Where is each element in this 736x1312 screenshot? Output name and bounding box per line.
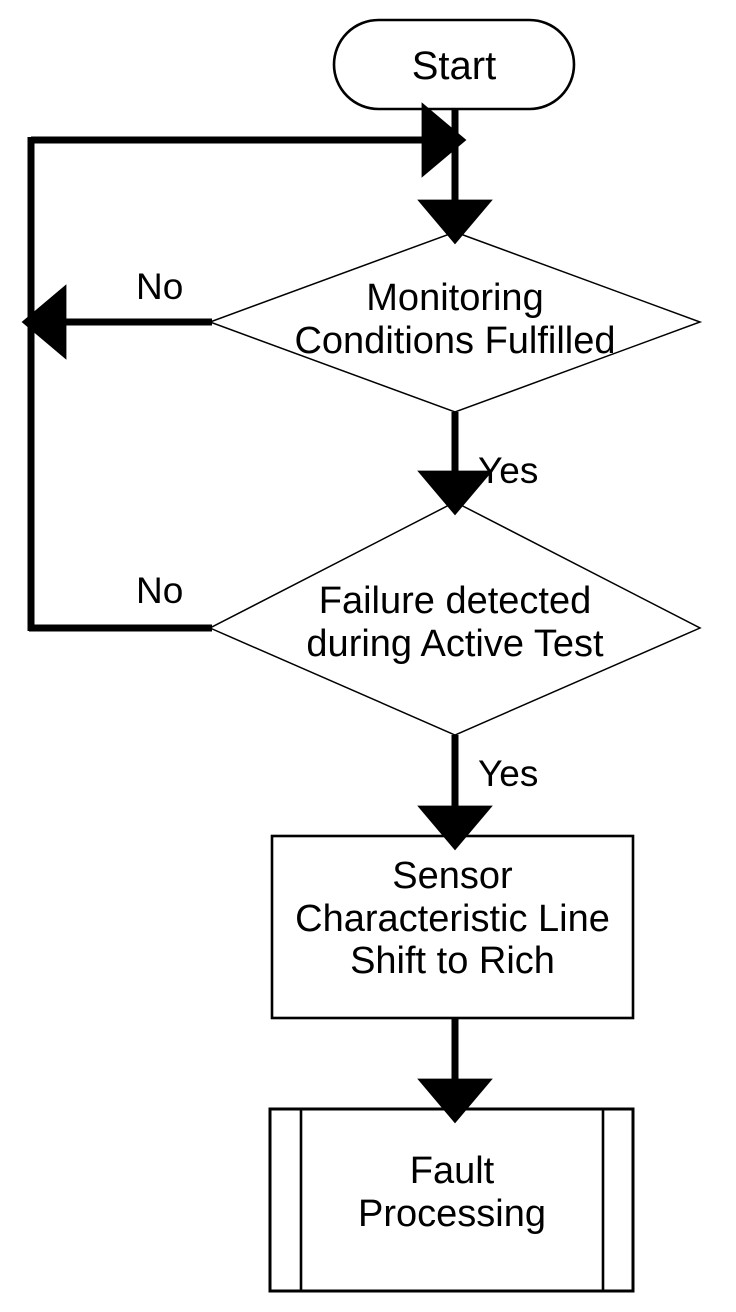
node-start-shape[interactable]	[332, 18, 576, 111]
node-decision-monitoring-shape[interactable]	[207, 231, 703, 413]
node-decision-failure-shape[interactable]	[208, 501, 702, 736]
edge-label-no-failure: No	[136, 570, 184, 611]
node-predefined-fault-shape[interactable]	[268, 1107, 635, 1293]
edge-label-no-monitoring: No	[136, 266, 184, 307]
edge-label-yes-failure: Yes	[478, 753, 539, 794]
edge-label-yes-monitoring: Yes	[478, 450, 539, 491]
node-process-shift-shape[interactable]	[270, 834, 635, 1020]
